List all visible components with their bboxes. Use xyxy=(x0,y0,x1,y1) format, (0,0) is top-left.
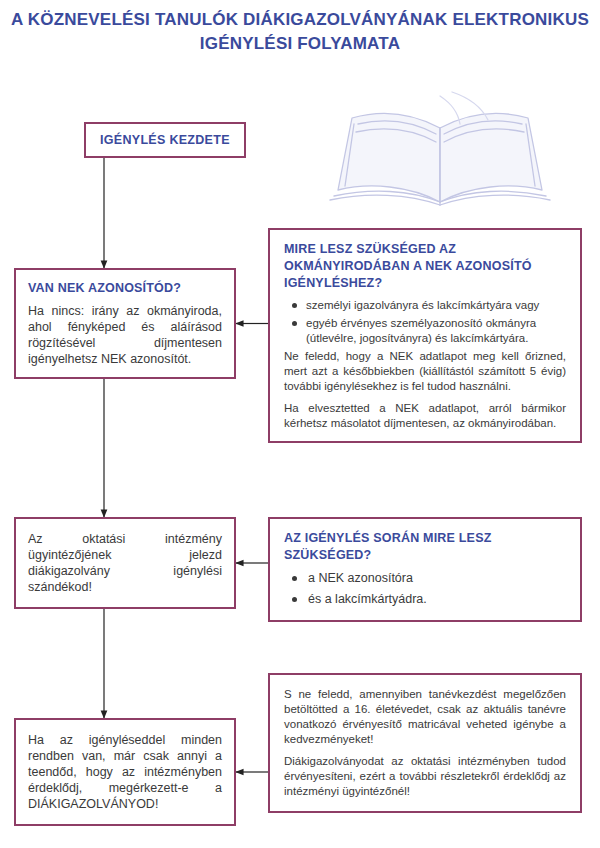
flow-arrow xyxy=(103,609,104,718)
box-text: Ne feledd, hogy a NEK adatlapot meg kell… xyxy=(284,349,566,394)
flow-arrow xyxy=(236,562,268,563)
flow-arrow xyxy=(236,771,268,772)
diagram-title: A KÖZNEVELÉSI TANULÓK DIÁKIGAZOLVÁNYÁNAK… xyxy=(10,8,590,56)
bullet-item: és a lakcímkártyádra. xyxy=(284,591,566,608)
process-box: Ha az igényléseddel minden rendben van, … xyxy=(14,718,236,826)
open-book xyxy=(330,92,550,205)
box-heading: VAN NEK AZONOSÍTÓD? xyxy=(28,280,222,297)
flow-arrow xyxy=(236,323,268,324)
box-text: S ne feledd, amennyiben tanévkezdést meg… xyxy=(284,687,566,747)
box-heading: AZ IGÉNYLÉS SORÁN MIRE LESZ SZÜKSÉGED? xyxy=(284,530,566,564)
bullet-item: a NEK azonosítóra xyxy=(284,570,566,587)
start-box: IGÉNYLÉS KEZDETE xyxy=(84,122,246,158)
box-text: Diákigazolványodat az oktatási intézmény… xyxy=(284,754,566,799)
box-text: Ha nincs: irány az okmányiroda, ahol fén… xyxy=(28,303,222,367)
box-text: Ha az igényléseddel minden rendben van, … xyxy=(28,732,222,812)
info-box: MIRE LESZ SZÜKSÉGED AZ OKMÁNYIRODÁBAN A … xyxy=(268,228,582,443)
note-box: S ne feledd, amennyiben tanévkezdést meg… xyxy=(268,673,582,813)
question-box: VAN NEK AZONOSÍTÓD? Ha nincs: irány az ok… xyxy=(14,268,236,379)
start-label: IGÉNYLÉS KEZDETE xyxy=(100,133,230,147)
bullet-item: személyi igazolványra és lakcímkártyára … xyxy=(284,298,566,313)
flow-arrow xyxy=(103,158,104,268)
info-box: AZ IGÉNYLÉS SORÁN MIRE LESZ SZÜKSÉGED? a … xyxy=(268,517,582,622)
flow-arrow xyxy=(103,379,104,517)
box-heading: MIRE LESZ SZÜKSÉGED AZ OKMÁNYIRODÁBAN A … xyxy=(284,241,566,292)
box-text: Az oktatási intézmény ügyintézőjének jel… xyxy=(28,531,222,595)
bullet-item: egyéb érvényes személyazonosító okmányra… xyxy=(284,316,566,346)
box-text: Ha elvesztetted a NEK adatlapot, arról b… xyxy=(284,401,566,431)
process-box: Az oktatási intézmény ügyintézőjének jel… xyxy=(14,517,236,609)
